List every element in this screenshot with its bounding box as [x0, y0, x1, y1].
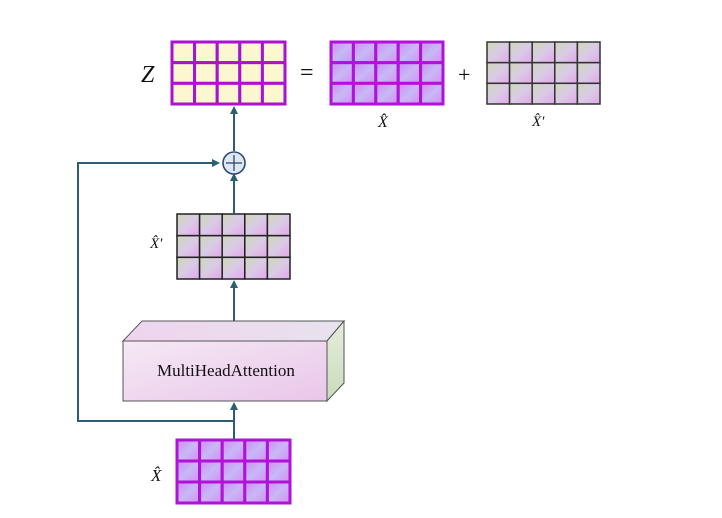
- x-hat-prime-matrix-equation-cell: [554, 82, 579, 105]
- x-hat-input-matrix-cell: [220, 459, 247, 484]
- z-matrix-cell: [215, 61, 242, 85]
- x-hat-prime-matrix-cell: [221, 213, 246, 237]
- x-hat-input-matrix-cell: [265, 480, 292, 505]
- x-hat-matrix-equation-cell: [374, 61, 400, 85]
- z-matrix: [170, 40, 287, 106]
- residual-connection: [77, 159, 234, 422]
- z-matrix-cell: [170, 40, 197, 65]
- x-hat-matrix-equation-cell: [419, 61, 445, 85]
- x-hat-prime-matrix-cell: [244, 234, 269, 259]
- z-matrix-cell: [260, 81, 287, 106]
- x-hat-prime-matrix-cell: [176, 234, 201, 259]
- x-hat-prime-matrix-cell: [221, 256, 246, 280]
- z-matrix-cell: [238, 40, 264, 65]
- x-hat-matrix-equation-cell: [374, 40, 400, 65]
- z-matrix-cell: [260, 61, 287, 85]
- x-hat-prime-matrix-equation-cell: [554, 61, 579, 85]
- x-hat-input-matrix-cell: [243, 480, 269, 505]
- x-hat-input-matrix-cell: [198, 438, 224, 463]
- z-matrix-cell: [170, 81, 197, 106]
- x-hat-input-matrix: [175, 438, 292, 505]
- x-hat-matrix-equation-cell: [396, 61, 423, 85]
- x-hat-prime-matrix-cell: [244, 256, 269, 280]
- x-hat-matrix-equation-cell: [351, 61, 378, 85]
- x-hat-matrix-equation-cell: [329, 81, 355, 106]
- x-hat-input-matrix-cell: [265, 459, 292, 484]
- x-hat-input-matrix-cell: [198, 480, 224, 505]
- attention-block-label: MultiHeadAttention: [157, 361, 295, 380]
- connectors: [77, 106, 238, 440]
- equals-sign: =: [300, 60, 314, 86]
- x-hat-prime-matrix-cell: [198, 234, 223, 259]
- x-hat-prime-matrix-equation-cell: [554, 41, 579, 64]
- x-hat-prime-matrix: [176, 213, 291, 280]
- z-matrix-cell: [238, 81, 264, 106]
- z-matrix-cell: [170, 61, 197, 85]
- x-hat-prime-matrix-cell: [266, 213, 291, 237]
- z-matrix-cell: [193, 40, 219, 65]
- z-matrix-cell: [260, 40, 287, 65]
- z-matrix-cell: [193, 81, 219, 106]
- z-matrix-cell: [215, 40, 242, 65]
- x-hat-prime-matrix-cell: [244, 213, 269, 237]
- x-hat-prime-matrix-equation-cell: [486, 41, 511, 64]
- z-label: Z: [141, 62, 155, 88]
- x-hat-input-label: X̂: [151, 466, 162, 485]
- x-hat-input-matrix-cell: [265, 438, 292, 463]
- x-hat-matrix-equation-cell: [329, 61, 355, 85]
- multihead-attention-block: [121, 319, 346, 403]
- z-matrix-cell: [193, 61, 219, 85]
- x-hat-prime-matrix-equation-cell: [486, 82, 511, 105]
- x-hat-prime-matrix-equation-cell: [508, 41, 533, 64]
- x-hat-matrix-equation-cell: [374, 81, 400, 106]
- add-node: [222, 151, 246, 175]
- x-hat-prime-matrix-cell: [176, 213, 201, 237]
- x-hat-matrix-equation-cell: [419, 40, 445, 65]
- x-hat-prime-matrix-equation: [486, 41, 601, 105]
- x-hat-prime-matrix-equation-cell: [531, 82, 556, 105]
- x-hat-prime-matrix-cell: [221, 234, 246, 259]
- x-hat-prime-matrix-cell: [266, 234, 291, 259]
- x-hat-prime-matrix-equation-cell: [531, 61, 556, 85]
- x-hat-prime-matrix-equation-cell: [508, 61, 533, 85]
- x-hat-prime-equation-label: X̂′: [532, 114, 545, 130]
- plus-sign: +: [458, 62, 471, 87]
- x-hat-input-matrix-cell: [243, 438, 269, 463]
- x-hat-prime-matrix-equation-cell: [486, 61, 511, 85]
- x-hat-matrix-equation-cell: [329, 40, 355, 65]
- x-hat-matrix-equation-cell: [396, 40, 423, 65]
- x-hat-input-matrix-cell: [175, 480, 202, 505]
- x-hat-prime-matrix-equation-cell: [576, 41, 601, 64]
- x-hat-prime-matrix-equation-cell: [576, 61, 601, 85]
- x-hat-input-matrix-cell: [243, 459, 269, 484]
- x-hat-input-matrix-cell: [220, 438, 247, 463]
- x-hat-input-matrix-cell: [198, 459, 224, 484]
- x-hat-matrix-equation-cell: [351, 40, 378, 65]
- x-hat-input-matrix-cell: [175, 459, 202, 484]
- x-hat-prime-middle-label: X̂′: [150, 236, 163, 252]
- x-hat-prime-matrix-cell: [266, 256, 291, 280]
- x-hat-equation-label: X̂: [378, 114, 388, 131]
- x-hat-prime-matrix-cell: [176, 256, 201, 280]
- x-hat-matrix-equation-cell: [396, 81, 423, 106]
- x-hat-prime-matrix-equation-cell: [531, 41, 556, 64]
- x-hat-input-matrix-cell: [220, 480, 247, 505]
- x-hat-matrix-equation-cell: [419, 81, 445, 106]
- x-hat-input-matrix-cell: [175, 438, 202, 463]
- x-hat-prime-matrix-cell: [198, 213, 223, 237]
- x-hat-matrix-equation: [329, 40, 445, 106]
- x-hat-prime-matrix-equation-cell: [508, 82, 533, 105]
- z-matrix-cell: [215, 81, 242, 106]
- x-hat-matrix-equation-cell: [351, 81, 378, 106]
- x-hat-prime-matrix-equation-cell: [576, 82, 601, 105]
- z-matrix-cell: [238, 61, 264, 85]
- x-hat-prime-matrix-cell: [198, 256, 223, 280]
